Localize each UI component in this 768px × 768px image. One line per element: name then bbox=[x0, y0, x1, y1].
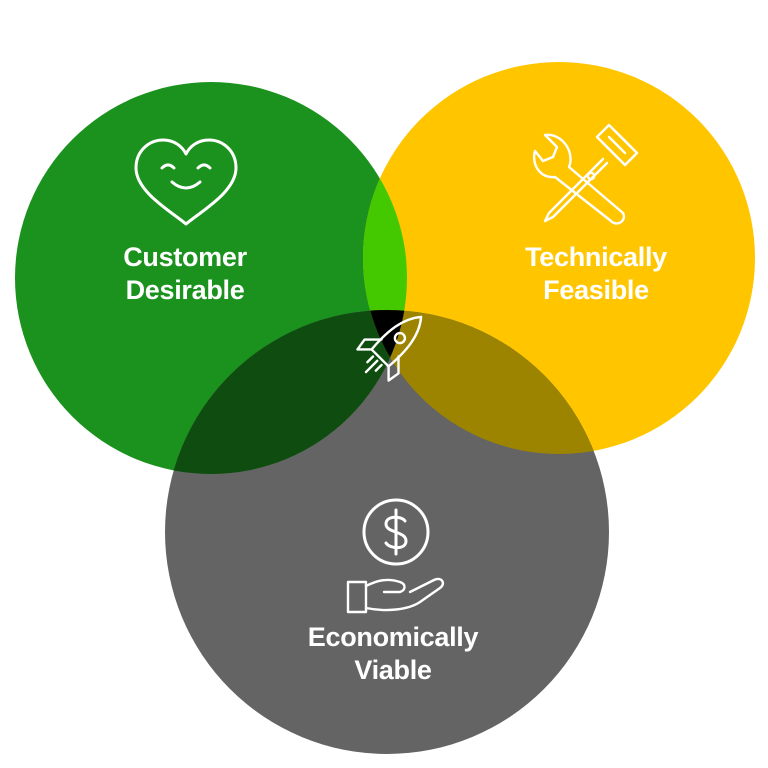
overlap-desirable-viable bbox=[165, 310, 407, 474]
label-economically-viable-line2: Viable bbox=[354, 655, 432, 685]
label-technically-feasible-line2: Feasible bbox=[543, 275, 649, 305]
smiling-heart-icon bbox=[134, 138, 238, 226]
wrench-screwdriver-icon bbox=[532, 123, 639, 225]
label-economically-viable-line1: Economically bbox=[308, 622, 479, 652]
label-technically-feasible-line1: Technically bbox=[525, 242, 667, 272]
label-customer-desirable-line1: Customer bbox=[123, 242, 247, 272]
label-customer-desirable-line2: Desirable bbox=[126, 275, 245, 305]
rocket-icon bbox=[356, 315, 423, 382]
overlap-feasible-viable bbox=[363, 310, 609, 454]
dollar-coin-hand-icon bbox=[346, 498, 445, 614]
